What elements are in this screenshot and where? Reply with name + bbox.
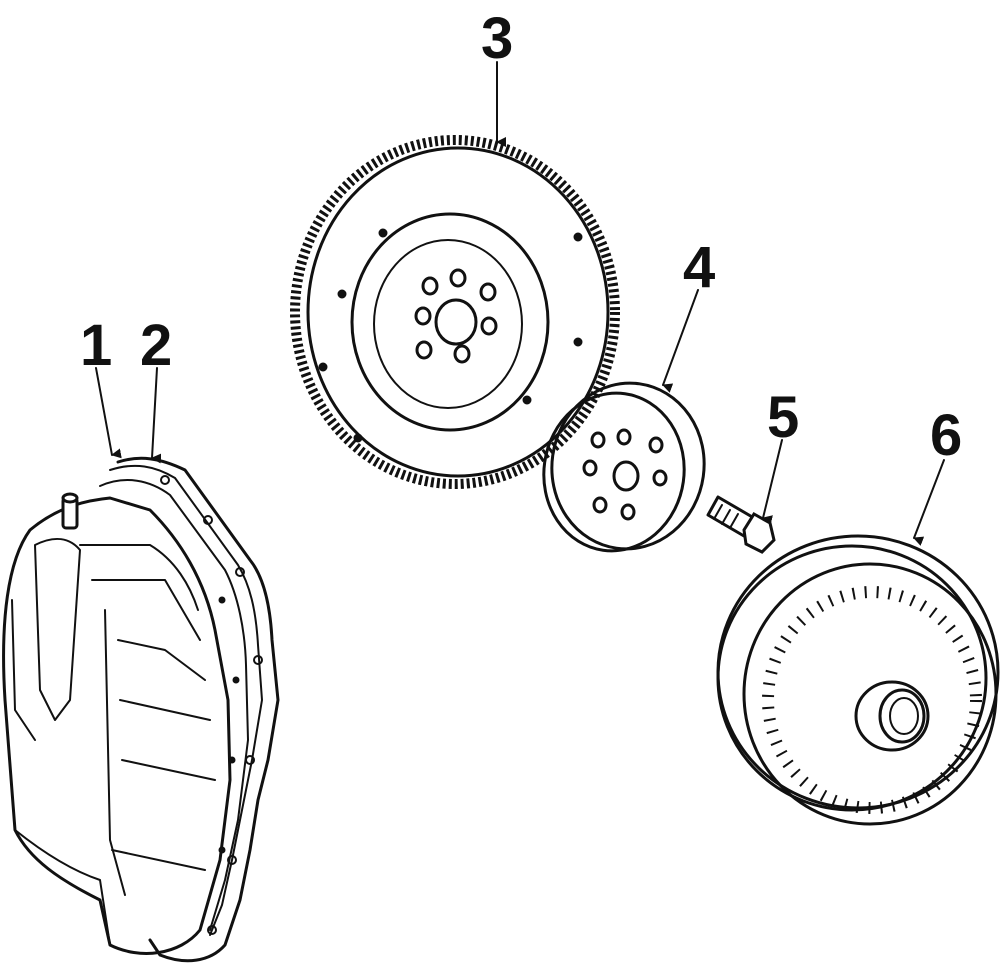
callout-leaders <box>95 61 945 546</box>
flexplate-ring-gear <box>290 135 620 489</box>
spacer-plate-holes <box>582 428 668 521</box>
flexplate <box>290 135 620 489</box>
torque-converter <box>716 534 1000 826</box>
pan-fold-4 <box>117 639 206 681</box>
flexplate-hub-holes <box>414 268 498 364</box>
callout-5: 5 <box>767 385 799 450</box>
bolt <box>706 495 776 554</box>
callout-4: 4 <box>683 235 715 300</box>
spacer-plate <box>542 381 706 553</box>
pan-fold-6 <box>121 759 216 781</box>
bolt-head <box>742 511 776 554</box>
pan-bottom-edge <box>14 829 111 946</box>
pan-fold-7 <box>111 849 206 871</box>
spacer-plate-rim <box>550 381 706 551</box>
pan-fold-3 <box>104 609 126 896</box>
flexplate-inner-ring-outer <box>350 212 550 432</box>
callout-2: 2 <box>140 313 172 378</box>
oil-pan-assembly <box>2 456 280 963</box>
pan-panel-front <box>34 538 81 721</box>
flexplate-outer-edge <box>306 146 610 478</box>
oil-pan-rim <box>99 479 249 931</box>
converter-back-shell <box>716 534 1000 810</box>
pan-panel-left <box>11 599 36 741</box>
callout-labels: 1 2 3 4 5 6 <box>80 6 962 468</box>
leader-6 <box>913 459 945 546</box>
converter-hub-base <box>854 680 930 752</box>
converter-fins <box>762 586 982 814</box>
leader-5 <box>762 439 783 525</box>
flexplate-mounting-holes <box>318 228 583 443</box>
oil-pan-body <box>2 496 232 955</box>
pan-fold-5 <box>119 699 211 721</box>
pan-fold-1 <box>79 544 199 611</box>
pan-gasket-inner <box>109 464 263 936</box>
pan-gasket <box>116 456 280 963</box>
leader-4 <box>662 289 699 393</box>
callout-3: 3 <box>481 6 513 71</box>
leader-1 <box>95 367 122 459</box>
flexplate-hub <box>434 298 478 346</box>
spacer-plate-face <box>542 391 686 553</box>
pan-fold-2 <box>91 579 201 641</box>
pan-bolt-holes <box>218 596 240 854</box>
callout-6: 6 <box>930 403 962 468</box>
spacer-plate-center <box>612 460 640 492</box>
converter-hub-bore <box>889 697 919 735</box>
converter-front-face <box>742 562 998 826</box>
converter-rim <box>716 544 988 812</box>
flexplate-inner-ring <box>373 239 523 409</box>
pan-fill-tube-cap <box>61 492 79 504</box>
callout-1: 1 <box>80 313 112 378</box>
leader-2 <box>151 367 162 464</box>
